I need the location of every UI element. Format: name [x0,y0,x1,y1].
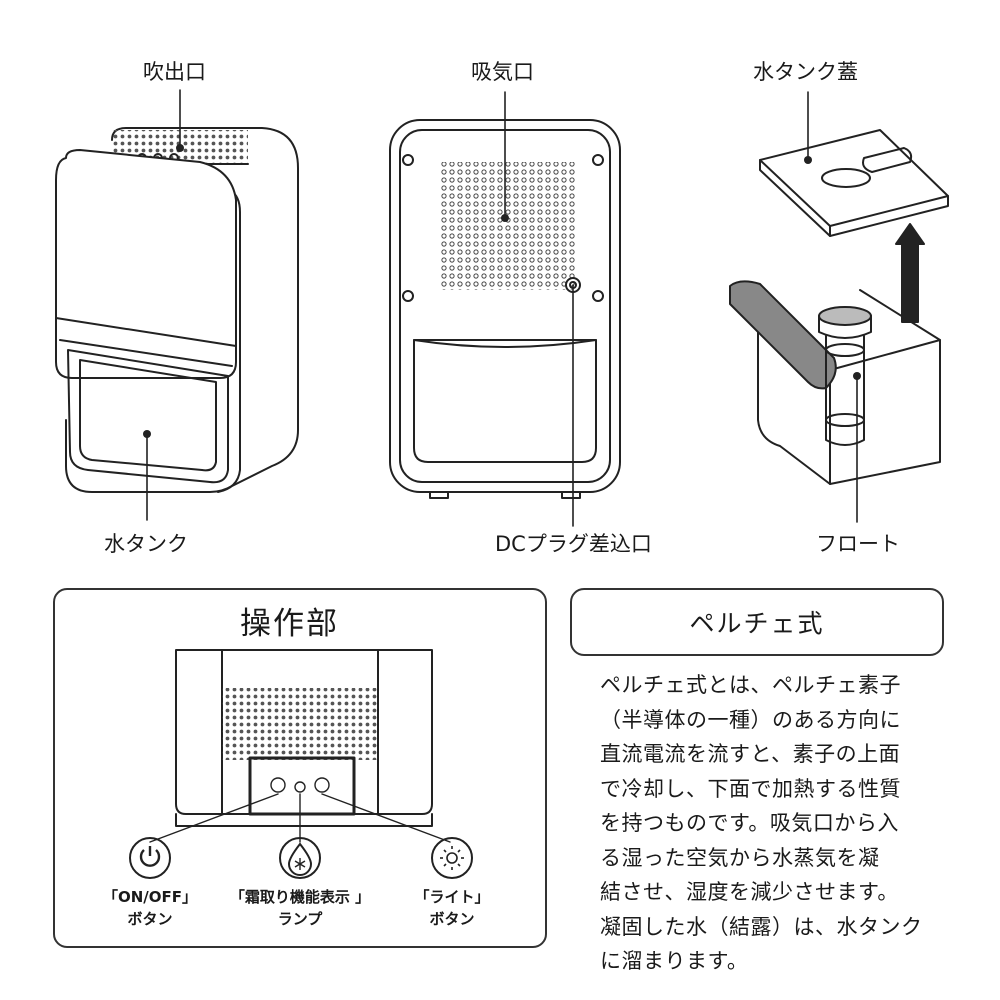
defrost-icon [279,837,321,879]
light-icon [431,837,473,879]
tank-lid-label: 水タンク蓋 [753,60,858,84]
peltier-title: ペルチェ式 [689,609,825,638]
float-label: フロート [816,532,900,556]
power-button-label: 「ON/OFF」 ボタン [102,888,198,928]
peltier-description: ペルチェ式とは、ペルチェ素子 （半導体の一種）のある方向に 直流電流を流すと、素… [600,673,923,973]
peltier-title-box [570,588,944,656]
defrost-lamp-label: 「霜取り機能表示 」 ランプ [229,888,371,928]
power-icon [129,837,171,879]
tank-illustration [729,129,949,485]
outlet-label: 吹出口 [143,60,206,84]
front-unit-illustration [55,127,299,493]
control-panel-illustration [149,649,451,843]
water-tank-label: 水タンク [104,532,188,556]
control-panel-box [53,588,547,948]
inlet-label: 吸気口 [471,60,534,84]
dc-port-label: DCプラグ差込口 [495,532,652,556]
control-panel-title: 操作部 [240,606,339,642]
light-button-label: 「ライト」 ボタン [414,888,490,928]
